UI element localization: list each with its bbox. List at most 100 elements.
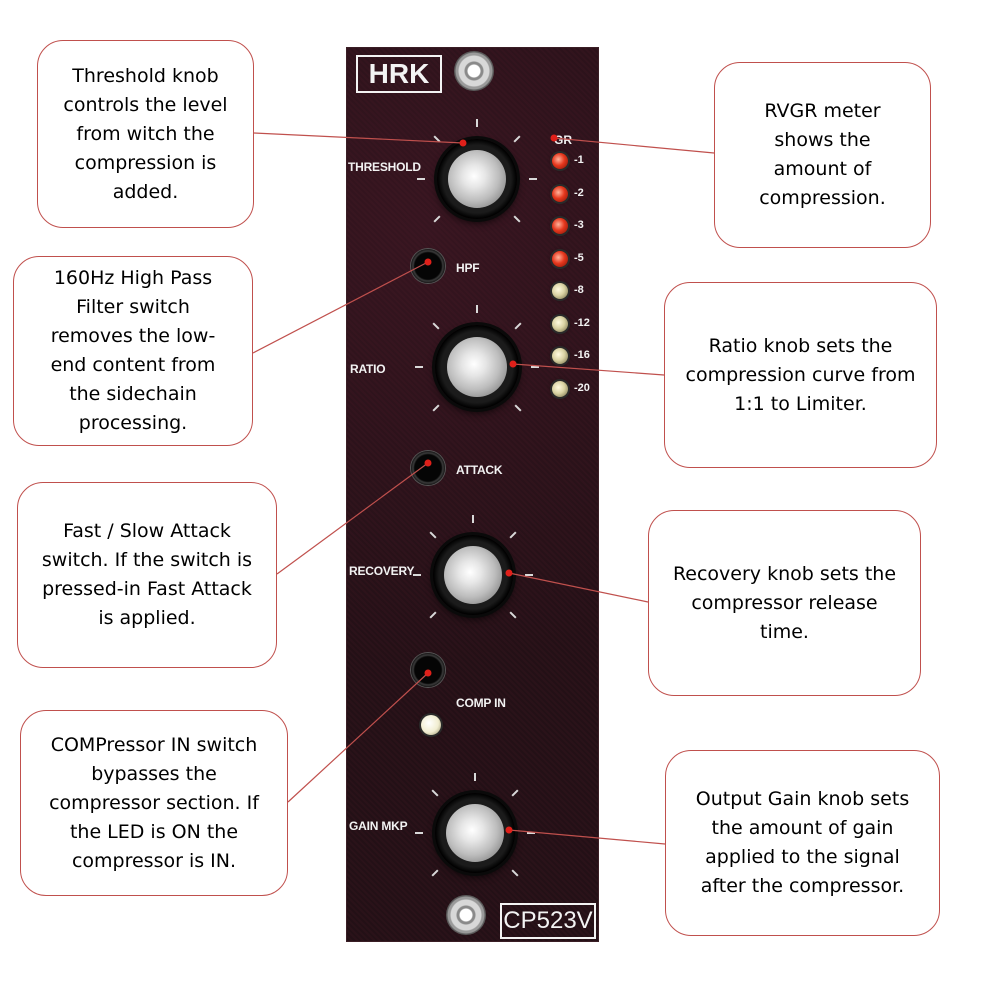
callout-line: removes the low-	[50, 325, 216, 347]
callout-line: the amount of gain	[711, 817, 894, 839]
gr-led	[552, 380, 568, 397]
callout-line: is applied.	[98, 607, 196, 629]
callout-line: shows the	[774, 129, 871, 151]
knob-tick	[476, 305, 478, 313]
callout-line: compressor section. If	[49, 791, 259, 814]
bottom-screw	[446, 895, 486, 935]
callout-line: added.	[112, 180, 179, 203]
callout-line: the LED is ON the	[69, 820, 239, 843]
knob-tick	[431, 869, 439, 877]
knob-tick	[472, 515, 474, 523]
gr-led	[552, 185, 568, 202]
knob-tick	[509, 611, 517, 619]
callout-line: Ratio knob sets the	[708, 334, 893, 357]
knob-tick	[511, 869, 519, 877]
callout-line: 160Hz High Pass	[53, 267, 213, 289]
gr-led	[552, 250, 568, 267]
callout-line: applied to the signal	[705, 846, 900, 868]
gr-meter-title: GR	[554, 133, 572, 147]
knob-tick	[433, 135, 441, 143]
knob-tick	[511, 789, 519, 797]
knob-tick	[514, 322, 522, 330]
gr-led-label: -20	[574, 381, 590, 394]
callout-threshold: Threshold knob controls the level from wit…	[37, 40, 254, 228]
knob-tick	[531, 366, 539, 368]
gr-led-label: -5	[574, 251, 584, 264]
knob-tick	[431, 789, 439, 797]
callout-line: bypasses the	[91, 762, 217, 785]
gr-led-label: -2	[574, 186, 584, 199]
gr-led	[552, 315, 568, 332]
callout-line: after the compressor.	[700, 875, 905, 897]
callout-line: Filter switch	[76, 296, 190, 318]
callout-line: compression curve from	[685, 363, 916, 386]
knob-tick	[513, 215, 521, 223]
knob-tick	[509, 531, 517, 539]
callout-ratio: Ratio knob sets the compression curve fro…	[664, 282, 937, 468]
callout-text: Threshold knob controls the level from wit…	[63, 62, 227, 207]
gain-knob[interactable]	[435, 793, 515, 873]
knob-tick	[415, 832, 423, 834]
callout-line: compressor is IN.	[71, 849, 237, 872]
gain-label: GAIN MKP	[349, 819, 408, 833]
gr-led-label: -3	[574, 219, 584, 231]
gr-led-label: -8	[574, 284, 584, 296]
attack-switch[interactable]	[411, 451, 445, 485]
knob-tick	[413, 574, 421, 576]
knob-tick	[529, 178, 537, 180]
gr-led	[552, 153, 568, 169]
knob-tick	[415, 366, 423, 368]
gr-led-label: -1	[574, 154, 584, 166]
knob-tick	[474, 773, 476, 781]
knob-tick	[527, 832, 535, 834]
attack-label: ATTACK	[456, 463, 503, 477]
model-logo: CP523V	[500, 903, 596, 939]
comp-in-switch[interactable]	[411, 653, 445, 687]
callout-line: switch. If the switch is	[41, 549, 253, 571]
knob-tick	[433, 215, 441, 223]
knob-tick	[432, 322, 440, 330]
callout-line: from witch the	[76, 122, 215, 145]
knob-tick	[429, 531, 437, 539]
ratio-knob[interactable]	[435, 325, 519, 409]
callout-line: processing.	[78, 412, 188, 434]
gr-led-label: -16	[574, 349, 590, 361]
threshold-label: THRESHOLD	[348, 160, 421, 174]
gr-led-label: -12	[574, 316, 590, 329]
module-panel: HRK CP523V THRESHOLD HPF RATIO ATTACK RE…	[346, 47, 599, 942]
gr-led	[552, 218, 568, 234]
comp-in-led	[421, 715, 441, 735]
callout-line: controls the level	[63, 93, 228, 116]
knob-tick	[476, 119, 478, 127]
callout-line: compression is	[74, 151, 217, 174]
knob-tick	[525, 574, 533, 576]
top-screw	[454, 51, 494, 91]
callout-line: the sidechain	[69, 383, 197, 405]
knob-tick	[429, 611, 437, 619]
knob-tick	[513, 135, 521, 143]
brand-logo: HRK	[356, 55, 442, 93]
gr-led	[552, 283, 568, 299]
knob-tick	[514, 404, 522, 412]
callout-line: end content from	[50, 354, 216, 376]
recovery-knob[interactable]	[433, 535, 513, 615]
callout-line: Threshold knob	[72, 64, 219, 87]
callout-line: pressed-in Fast Attack	[42, 578, 252, 600]
callout-line: amount of	[773, 158, 872, 180]
callout-line: 1:1 to Limiter.	[734, 392, 867, 415]
ratio-label: RATIO	[350, 362, 386, 376]
threshold-knob[interactable]	[437, 139, 517, 219]
hpf-switch[interactable]	[411, 249, 445, 283]
callout-line: RVGR meter	[764, 100, 881, 122]
